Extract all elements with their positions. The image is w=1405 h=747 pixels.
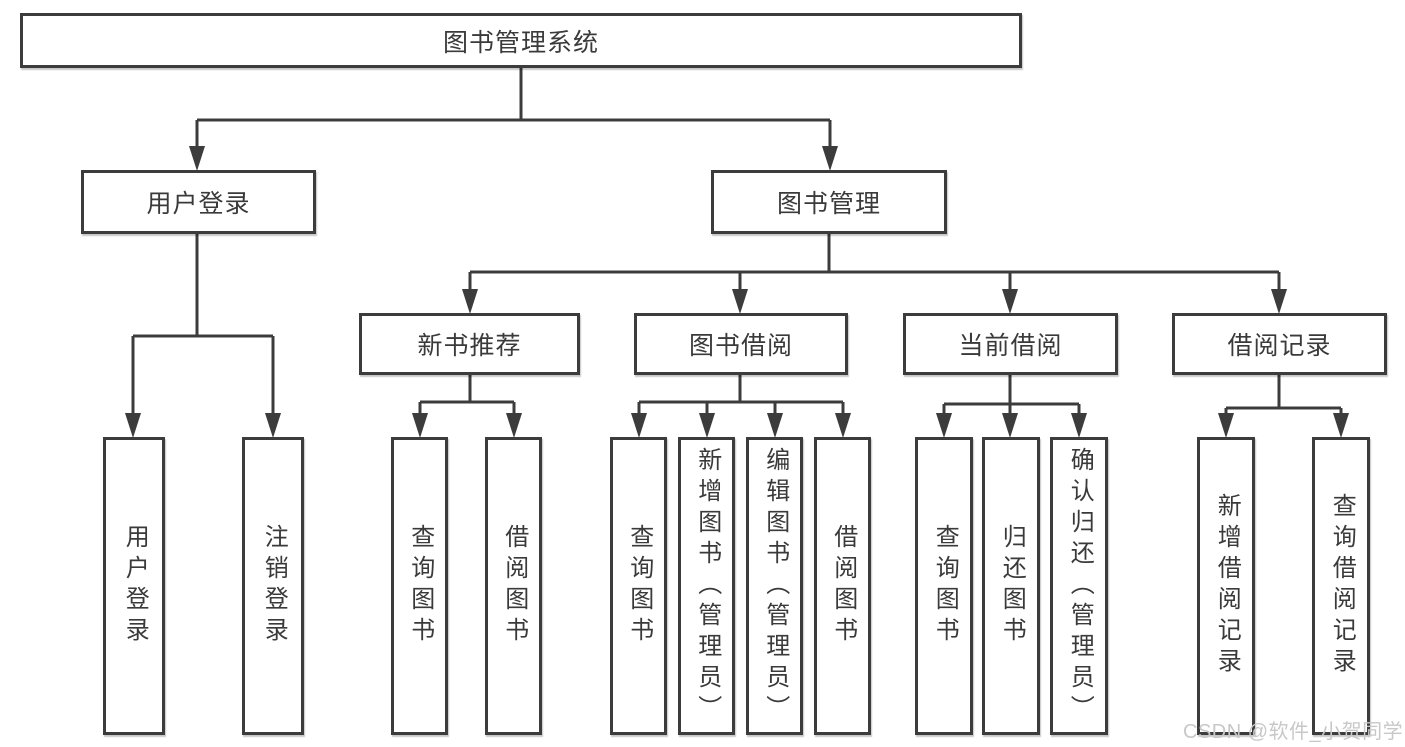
arrowhead-icon [1271, 289, 1287, 314]
leaf-label: 借阅图书 [829, 524, 857, 648]
leaf-borrow-books-1: 借阅图书 [485, 437, 542, 735]
arrowhead-icon [1002, 413, 1018, 438]
leaf-label: 借阅图书 [500, 524, 528, 648]
leaf-label: 新增图书（管理员） [693, 446, 721, 726]
arrowhead-icon [699, 413, 715, 438]
arrowhead-icon [631, 413, 647, 438]
leaf-label: 新增借阅记录 [1213, 493, 1241, 679]
leaf-add-books-admin: 新增图书（管理员） [678, 437, 735, 735]
arrowhead-icon [1002, 289, 1018, 314]
leaf-edit-books-admin: 编辑图书（管理员） [746, 437, 803, 735]
csdn-watermark: CSDN @软件_小贺同学 [1183, 721, 1404, 743]
leaf-query-books-1: 查询图书 [391, 437, 448, 735]
arrowhead-icon [125, 413, 141, 438]
leaf-label: 查询图书 [625, 524, 653, 648]
arrowhead-icon [1333, 413, 1349, 438]
leaf-query-books-2: 查询图书 [610, 437, 667, 735]
node-new-book-recommend: 新书推荐 [359, 313, 580, 375]
connector-new-book-recommend [418, 375, 516, 416]
leaf-label: 归还图书 [998, 524, 1026, 648]
arrowhead-icon [936, 413, 952, 438]
arrowhead-icon [1071, 413, 1087, 438]
leaf-label: 查询图书 [406, 524, 434, 648]
leaf-query-borrow-record: 查询借阅记录 [1312, 437, 1370, 735]
arrowhead-icon [822, 146, 838, 171]
node-current-borrow: 当前借阅 [903, 313, 1118, 375]
leaf-query-books-3: 查询图书 [915, 437, 973, 735]
arrowhead-icon [506, 413, 522, 438]
node-book-borrow: 图书借阅 [634, 313, 848, 375]
connector-current-borrow [942, 375, 1081, 416]
leaf-user-login: 用户登录 [103, 437, 165, 735]
connector-book-management [468, 234, 1281, 294]
leaf-label: 查询图书 [931, 524, 959, 648]
arrowhead-icon [767, 413, 783, 438]
leaf-confirm-return-admin: 确认归还（管理员） [1050, 437, 1108, 735]
connector-borrow-records [1224, 375, 1343, 416]
leaf-label: 用户登录 [121, 524, 149, 648]
arrowheads [125, 146, 1349, 438]
connector-book-borrow [637, 375, 845, 416]
node-borrow-records: 借阅记录 [1172, 313, 1387, 375]
arrowhead-icon [835, 413, 851, 438]
arrowhead-icon [189, 146, 205, 171]
arrowhead-icon [412, 413, 428, 438]
arrowhead-icon [462, 289, 478, 314]
arrowhead-icon [732, 289, 748, 314]
leaf-add-borrow-record: 新增借阅记录 [1197, 437, 1255, 735]
leaf-return-books: 归还图书 [982, 437, 1040, 735]
node-book-management: 图书管理 [711, 170, 947, 234]
node-library-system: 图书管理系统 [20, 13, 1022, 68]
arrowhead-icon [1218, 413, 1234, 438]
leaf-label: 确认归还（管理员） [1066, 446, 1094, 726]
node-user-login: 用户登录 [81, 170, 316, 234]
leaf-label: 注销登录 [260, 524, 288, 648]
leaf-logout: 注销登录 [242, 437, 304, 735]
leaf-label: 编辑图书（管理员） [761, 446, 789, 726]
leaf-label: 查询借阅记录 [1328, 493, 1356, 679]
connector-root [195, 68, 832, 150]
leaf-borrow-books-2: 借阅图书 [814, 437, 871, 735]
connector-user-login [131, 234, 275, 416]
arrowhead-icon [265, 413, 281, 438]
